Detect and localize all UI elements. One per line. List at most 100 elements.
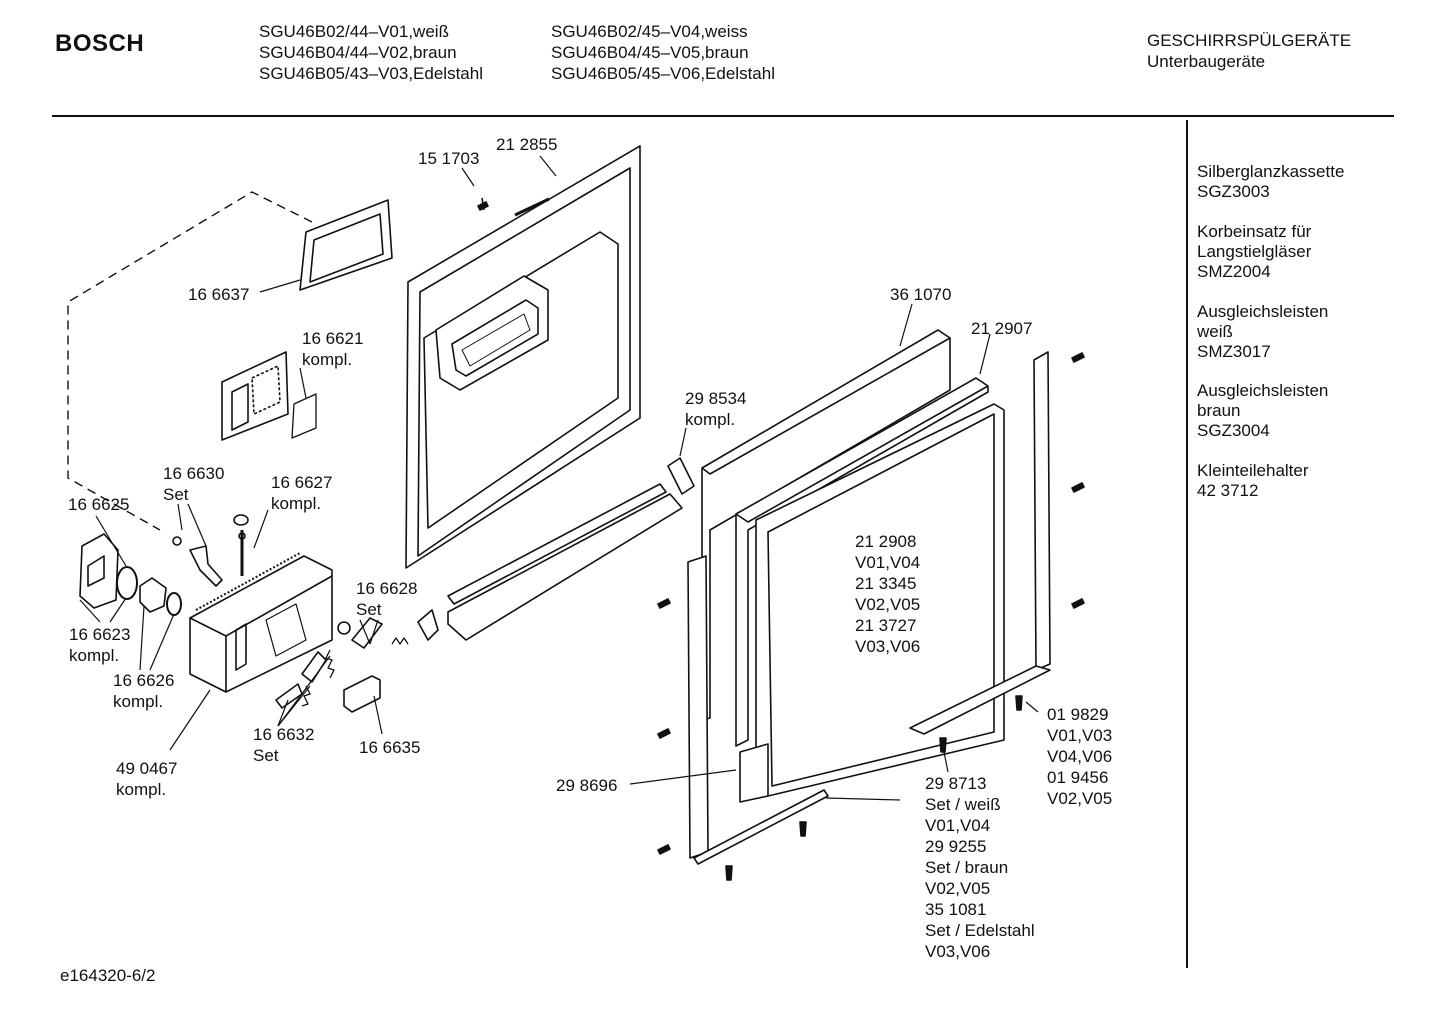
accessory-name: Ausgleichsleisten (1197, 381, 1329, 400)
part-variant: V02,V05 (1047, 789, 1113, 808)
part-number-label: 15 1703 (418, 149, 480, 168)
category-line-1: GESCHIRRSPÜLGERÄTE (1147, 31, 1352, 50)
part-note: kompl. (302, 350, 353, 369)
ring-part (116, 566, 138, 600)
part-number-label: 16 6635 (359, 738, 421, 757)
model-list-2: SGU46B02/45–V04,weiss SGU46B04/45–V05,br… (551, 21, 775, 84)
accessory-code: 42 3712 (1197, 481, 1259, 500)
accessory-code: SGZ3003 (1197, 182, 1270, 201)
part-number: 21 3727 (855, 616, 917, 635)
part-variant: V03,V06 (855, 637, 921, 656)
part-number-label: 16 6625 (68, 495, 130, 514)
part-number: 16 6626 (113, 671, 175, 690)
sidebar-divider (1186, 120, 1188, 968)
accessory-item: Kleinteilehalter 42 3712 (1197, 461, 1309, 501)
screw-part (477, 197, 489, 211)
part-number-label: 21 2907 (971, 319, 1033, 338)
part-note: Set (356, 600, 382, 619)
part-number-label: 16 6626 kompl. (113, 670, 174, 712)
accessory-name: Langstielgläser (1197, 242, 1312, 261)
part-note: kompl. (69, 646, 120, 665)
pin-part (233, 514, 249, 576)
part-number: 01 9456 (1047, 768, 1109, 787)
part-number-label: 16 6637 (188, 285, 250, 304)
bushing-part (139, 577, 167, 613)
part-number-label: 29 8534 kompl. (685, 388, 746, 430)
part-note: kompl. (685, 410, 736, 429)
o-ring-part (166, 592, 182, 616)
inner-door-part (405, 145, 641, 569)
exploded-parts-drawing (67, 145, 1085, 881)
accessory-name: Silberglanzkassette (1197, 162, 1345, 181)
part-number-label: 29 8696 (556, 776, 618, 795)
accessory-name: Ausgleichsleisten (1197, 302, 1329, 321)
part-number-label: 16 6621 kompl. (302, 328, 363, 370)
part-number-label: 16 6632 Set (253, 724, 314, 766)
part-variant: V01,V04 (855, 553, 921, 572)
part-note: Set / braun (925, 858, 1009, 877)
part-number: 16 6627 (271, 473, 333, 492)
part-number-label: 01 9829 V01,V03 V04,V06 01 9456 V02,V05 (1047, 704, 1112, 809)
model-line: SGU46B04/44–V02,braun (259, 43, 457, 62)
part-variant: V04,V06 (1047, 747, 1113, 766)
accessory-name: braun (1197, 401, 1241, 420)
accessory-item: Ausgleichsleisten braun SGZ3004 (1197, 381, 1328, 441)
category-title: GESCHIRRSPÜLGERÄTE Unterbaugeräte (1147, 30, 1351, 72)
part-number-label: 16 6623 kompl. (69, 624, 130, 666)
door-strip-part (447, 483, 683, 641)
door-lock-handle-part (79, 533, 119, 609)
microswitch-part (343, 675, 381, 713)
part-number-label: 21 2855 (496, 135, 558, 154)
clip-part (417, 609, 439, 641)
part-variant: V02,V05 (855, 595, 921, 614)
part-number-label: 16 6628 Set (356, 578, 417, 620)
accessory-item: Silberglanzkassette SGZ3003 (1197, 162, 1344, 202)
part-note: Set / Edelstahl (925, 921, 1035, 940)
detergent-dispenser-part (221, 351, 317, 441)
part-note: kompl. (113, 692, 164, 711)
part-variant: V01,V03 (1047, 726, 1113, 745)
category-line-2: Unterbaugeräte (1147, 52, 1266, 71)
window-frame-part (299, 199, 393, 291)
part-number: 49 0467 (116, 759, 178, 778)
accessory-name: weiß (1197, 322, 1233, 341)
accessory-name: Kleinteilehalter (1197, 461, 1309, 480)
model-line: SGU46B05/45–V06,Edelstahl (551, 64, 775, 83)
model-line: SGU46B02/44–V01,weiß (259, 22, 449, 41)
header-divider (52, 115, 1394, 117)
side-profile-part (687, 555, 769, 859)
part-number-label: 16 6627 kompl. (271, 472, 332, 514)
model-list-1: SGU46B02/44–V01,weiß SGU46B04/44–V02,bra… (259, 21, 483, 84)
part-number-label: 21 2908 V01,V04 21 3345 V02,V05 21 3727 … (855, 531, 920, 657)
part-number-label: 36 1070 (890, 285, 952, 304)
accessory-name: Korbeinsatz für (1197, 222, 1312, 241)
model-line: SGU46B04/45–V05,braun (551, 43, 749, 62)
bottom-rail-part (693, 789, 829, 865)
part-number: 21 2908 (855, 532, 917, 551)
document-id: e164320-6/2 (60, 966, 156, 985)
brand-logo: BOSCH (55, 30, 145, 57)
part-number: 16 6623 (69, 625, 131, 644)
part-number: 21 3345 (855, 574, 917, 593)
part-note: kompl. (116, 780, 167, 799)
accessory-code: SMZ3017 (1197, 342, 1271, 361)
part-note: Set / weiß (925, 795, 1001, 814)
part-number: 29 8534 (685, 389, 747, 408)
part-number-label: 16 6630 Set (163, 463, 224, 505)
part-number: 01 9829 (1047, 705, 1109, 724)
part-note: Set (253, 746, 279, 765)
part-number-label: 29 8713 Set / weiß V01,V04 29 9255 Set /… (925, 773, 1035, 962)
part-variant: V03,V06 (925, 942, 991, 961)
part-number: 29 9255 (925, 837, 987, 856)
part-number: 16 6630 (163, 464, 225, 483)
part-number: 35 1081 (925, 900, 987, 919)
model-line: SGU46B02/45–V04,weiss (551, 22, 748, 41)
accessory-code: SMZ2004 (1197, 262, 1271, 281)
accessory-code: SGZ3004 (1197, 421, 1270, 440)
part-number: 16 6632 (253, 725, 315, 744)
part-number: 16 6621 (302, 329, 364, 348)
part-variant: V02,V05 (925, 879, 991, 898)
spring-set-part (275, 617, 409, 709)
leader-lines (79, 155, 1039, 801)
part-note: kompl. (271, 494, 322, 513)
